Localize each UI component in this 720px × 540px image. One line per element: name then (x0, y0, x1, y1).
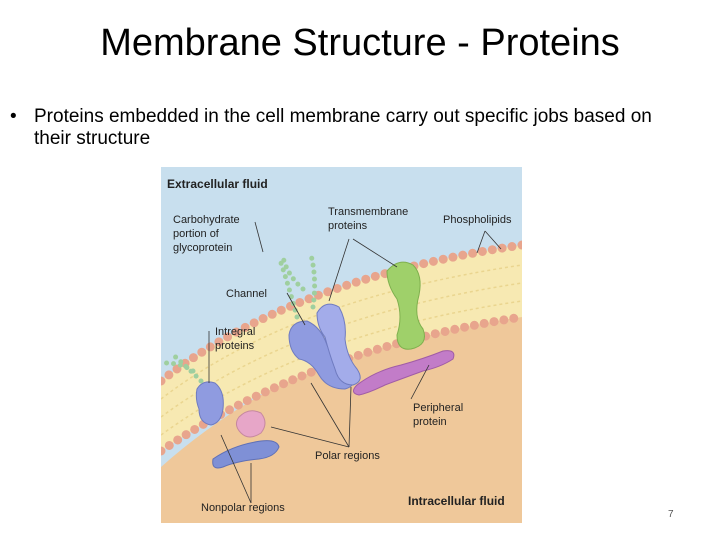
peripheral-protein (353, 350, 455, 396)
integral-protein-left (195, 381, 224, 426)
nonpolar-protein (212, 440, 280, 469)
label-peripheral-2: protein (413, 416, 447, 428)
polar-protein-piece (235, 410, 266, 438)
slide-title: Membrane Structure - Proteins (100, 22, 620, 64)
label-peripheral-1: Peripheral (413, 402, 463, 414)
label-integral-1: Intregral (215, 326, 255, 338)
bullet-text: Proteins embedded in the cell membrane c… (34, 106, 652, 149)
label-carbohydrate-2: portion of (173, 228, 220, 240)
carbohydrate-chain-top (278, 252, 318, 320)
bullet-dot: • (10, 106, 17, 127)
label-extracellular-fluid: Extracellular fluid (167, 177, 268, 191)
membrane-diagram-svg: Extracellular fluid Carbohydrate portion… (161, 167, 522, 523)
label-polar-regions: Polar regions (315, 450, 380, 462)
label-intracellular-fluid: Intracellular fluid (408, 494, 505, 508)
label-nonpolar-regions: Nonpolar regions (201, 502, 285, 514)
label-phospholipids: Phospholipids (443, 214, 512, 226)
page-number: 7 (668, 509, 674, 520)
membrane-diagram: Extracellular fluid Carbohydrate portion… (161, 167, 522, 523)
label-carbohydrate-1: Carbohydrate (173, 214, 240, 226)
label-transmembrane-1: Transmembrane (328, 206, 408, 218)
label-transmembrane-2: proteins (328, 220, 368, 232)
phospholipid-heads-top (161, 240, 522, 386)
transmembrane-protein (386, 261, 425, 350)
label-carbohydrate-3: glycoprotein (173, 242, 232, 254)
carbohydrate-chain-left (162, 350, 204, 384)
channel-protein-right (316, 303, 361, 386)
label-integral-2: proteins (215, 340, 255, 352)
leader-lines (208, 221, 502, 504)
label-channel: Channel (226, 288, 267, 300)
